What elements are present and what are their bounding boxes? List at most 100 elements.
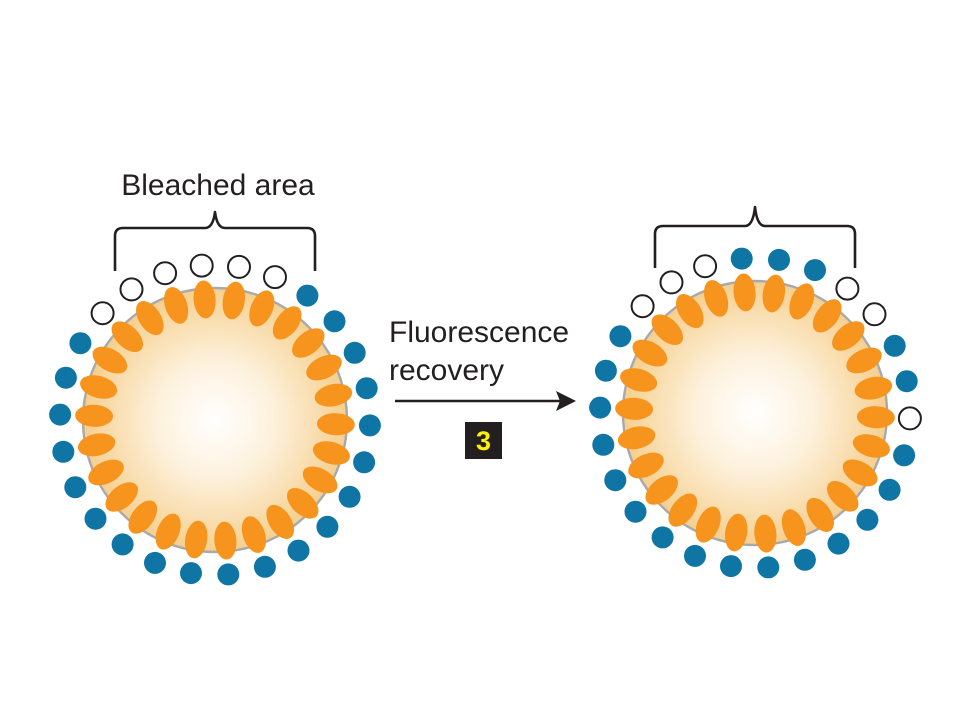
fluorescent-label <box>54 366 77 389</box>
bleached-fluorophore <box>862 302 887 327</box>
lipid-molecule <box>846 347 882 374</box>
fluorescent-label <box>878 478 901 501</box>
fluorescent-label <box>323 310 346 333</box>
bleached-fluorophore <box>659 270 684 295</box>
fluorescent-label <box>353 451 376 474</box>
lipid-molecule <box>724 513 748 552</box>
lipid-molecule <box>292 328 325 358</box>
fluorescent-label <box>624 500 647 523</box>
lipid-molecule <box>302 466 338 494</box>
lipid-molecule <box>155 513 181 550</box>
bleached-fluorophore <box>630 294 655 319</box>
lipid-molecule <box>754 514 777 553</box>
membrane-molecules <box>49 253 381 586</box>
cell-before-recovery <box>49 253 381 586</box>
fluorescent-label <box>343 341 366 364</box>
bleached-fluorophore <box>119 277 144 302</box>
lipid-molecule <box>675 294 704 329</box>
lipid-molecule <box>249 290 275 327</box>
lipid-molecule <box>806 497 835 532</box>
lipid-molecule <box>704 280 729 317</box>
fluorescent-label <box>144 551 166 574</box>
fluorescent-label <box>856 508 879 531</box>
bleached-fluorophore <box>897 406 922 431</box>
lipid-molecule <box>826 480 859 512</box>
fluorescent-label <box>592 433 615 456</box>
fluorescent-label <box>684 544 706 567</box>
membrane-molecules <box>589 247 922 579</box>
fluorescent-label <box>69 332 92 355</box>
lipid-molecule <box>306 354 342 381</box>
fluorescent-label <box>895 370 918 393</box>
lipid-molecule <box>789 283 815 320</box>
fluorescent-label <box>730 247 753 270</box>
fluorescent-label <box>316 515 339 538</box>
lipid-molecule <box>105 482 138 512</box>
lipid-molecule <box>241 516 266 553</box>
fluorescent-label <box>651 526 674 549</box>
fluorescent-label <box>296 284 319 307</box>
fluorescent-label <box>720 555 742 578</box>
fluorescent-label <box>604 469 627 492</box>
lipid-molecule <box>316 413 355 436</box>
fluorescent-label <box>827 532 850 555</box>
lipid-molecule <box>695 506 721 543</box>
bleached-fluorophore <box>693 254 718 279</box>
process-arrow <box>395 391 576 411</box>
fluorescent-label <box>180 562 202 585</box>
lipid-molecule <box>164 287 189 324</box>
lipid-molecule <box>111 321 144 353</box>
process-label-line2: recovery <box>389 354 504 387</box>
lipid-molecule <box>632 339 668 367</box>
bleached-fluorophore <box>189 253 214 278</box>
cell-interior <box>623 281 887 545</box>
bleached-fluorophore <box>153 261 178 286</box>
fluorescent-label <box>111 533 134 556</box>
lipid-molecule <box>852 434 890 458</box>
fluorescent-label <box>253 555 276 578</box>
lipid-molecule <box>762 274 786 313</box>
fluorescent-label <box>883 334 906 357</box>
fluorescent-label <box>609 325 632 348</box>
lipid-molecule <box>193 280 216 319</box>
lipid-molecule <box>80 375 118 399</box>
fluorescent-label <box>49 403 72 426</box>
lipid-molecule <box>854 376 893 400</box>
lipid-molecule <box>222 281 246 320</box>
fluorescent-label <box>358 414 381 437</box>
lipid-molecule <box>842 459 878 487</box>
bleached-fluorophore <box>90 301 115 326</box>
bleached-fluorophore <box>227 254 251 279</box>
lipid-molecule <box>266 504 295 539</box>
lipid-molecule <box>812 299 842 333</box>
fluorescent-label <box>287 539 310 562</box>
fluorescent-label <box>768 248 790 271</box>
fluorescent-label <box>804 259 826 282</box>
fluorescent-label <box>793 548 816 571</box>
fluorescent-label <box>217 563 240 586</box>
lipid-molecule <box>184 520 208 559</box>
fluorescent-label <box>338 485 361 508</box>
lipid-molecule <box>856 406 895 429</box>
lipid-molecule <box>88 459 124 486</box>
lipid-molecule <box>615 397 654 420</box>
fluorescent-label <box>893 444 916 467</box>
step-number: 3 <box>476 426 491 456</box>
bleached-area-label: Bleached area <box>121 169 315 202</box>
fluorescent-label <box>84 507 107 530</box>
bleached-fluorophore <box>835 276 860 301</box>
lipid-molecule <box>617 426 656 450</box>
cell-after-recovery <box>589 247 922 579</box>
lipid-molecule <box>77 433 116 457</box>
fluorescent-label <box>64 476 87 499</box>
lipid-molecule <box>628 452 664 479</box>
lipid-molecule <box>645 475 678 505</box>
lipid-molecule <box>214 521 237 560</box>
process-label-line1: Fluorescence <box>389 316 569 349</box>
lipid-molecule <box>668 493 698 527</box>
fluorescent-label <box>52 440 75 463</box>
lipid-molecule <box>75 404 114 427</box>
fluorescent-label <box>757 556 780 579</box>
